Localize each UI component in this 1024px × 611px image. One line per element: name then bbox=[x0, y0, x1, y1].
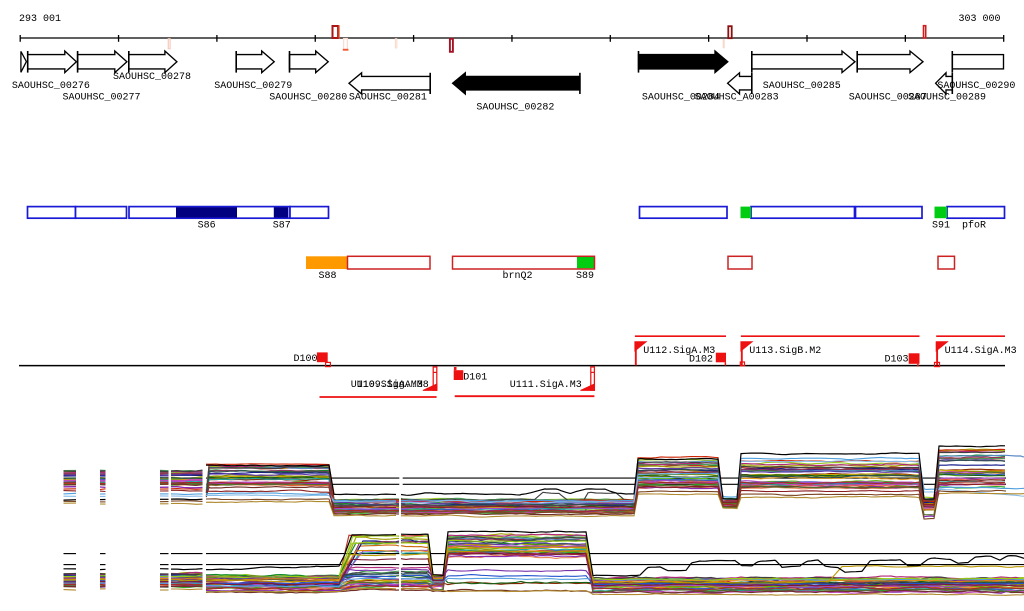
svg-text:S88: S88 bbox=[319, 271, 337, 282]
svg-text:S89: S89 bbox=[576, 271, 594, 282]
svg-text:SAOUHSC_00277: SAOUHSC_00277 bbox=[63, 92, 141, 103]
svg-text:SAOUHSC_00285: SAOUHSC_00285 bbox=[763, 81, 841, 92]
svg-text:SAOUHSC_00279: SAOUHSC_00279 bbox=[214, 81, 292, 92]
svg-text:SAOUHSC_A00283: SAOUHSC_A00283 bbox=[695, 92, 779, 103]
svg-text:D102: D102 bbox=[689, 354, 713, 365]
svg-text:D101: D101 bbox=[463, 373, 487, 384]
svg-text:U113.SigB.M2: U113.SigB.M2 bbox=[749, 345, 821, 357]
svg-text:U112.SigA.M3: U112.SigA.M3 bbox=[643, 345, 715, 357]
svg-text:293 001: 293 001 bbox=[19, 14, 61, 25]
svg-text:brnQ2: brnQ2 bbox=[503, 270, 533, 282]
svg-text:U114.SigA.M3: U114.SigA.M3 bbox=[945, 345, 1017, 357]
svg-text:D100: D100 bbox=[294, 354, 318, 365]
svg-text:SAOUHSC_00289: SAOUHSC_00289 bbox=[908, 92, 986, 103]
svg-text:SAOUHSC_00281: SAOUHSC_00281 bbox=[349, 92, 427, 103]
svg-text:D103: D103 bbox=[885, 355, 909, 366]
svg-text:U111.SigA.M3: U111.SigA.M3 bbox=[510, 379, 582, 391]
svg-text:S87: S87 bbox=[273, 221, 291, 232]
svg-text:SAOUHSC_00282: SAOUHSC_00282 bbox=[476, 102, 554, 113]
svg-text:SAOUHSC_00280: SAOUHSC_00280 bbox=[269, 92, 347, 103]
svg-text:SAOUHSC_00278: SAOUHSC_00278 bbox=[113, 72, 191, 83]
svg-text:SAOUHSC_00276: SAOUHSC_00276 bbox=[12, 81, 90, 92]
svg-text:pfoR: pfoR bbox=[962, 220, 986, 232]
svg-text:S91: S91 bbox=[932, 221, 950, 232]
svg-text:303 000: 303 000 bbox=[959, 14, 1001, 25]
svg-text:U109.SigA.M8: U109.SigA.M8 bbox=[357, 379, 429, 391]
svg-text:U110.SigA.M3: U110.SigA.M3 bbox=[351, 379, 423, 391]
svg-text:SAOUHSC_00287: SAOUHSC_00287 bbox=[849, 92, 927, 103]
svg-text:SAOUHSC_00284: SAOUHSC_00284 bbox=[642, 92, 720, 103]
svg-text:SAOUHSC_00290: SAOUHSC_00290 bbox=[937, 81, 1015, 92]
svg-text:S86: S86 bbox=[198, 221, 216, 232]
